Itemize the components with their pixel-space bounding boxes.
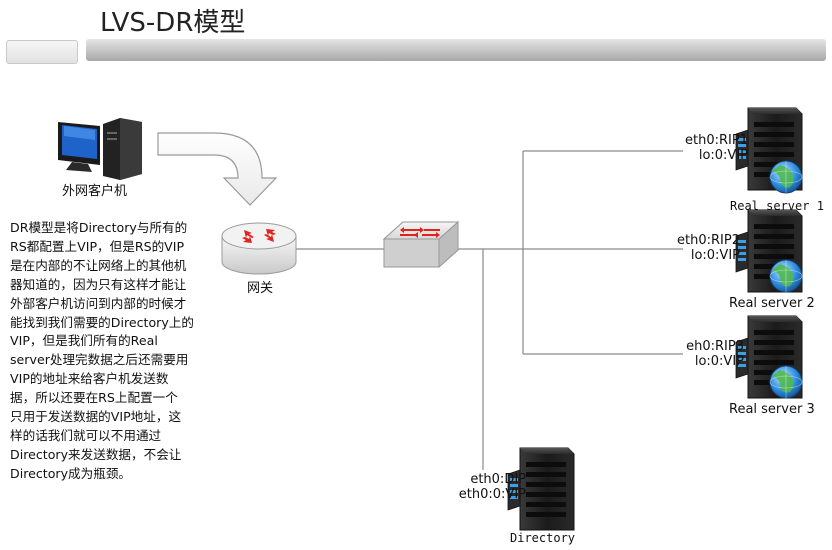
server3-ip: eh0:RIP3 lo:0:VIP [686, 339, 744, 369]
directory-label: Directory [510, 531, 576, 545]
desktop-computer-icon [58, 118, 142, 180]
server1-label: Real server 1 [730, 199, 824, 213]
server1-ip: eth0:RIP1 lo:0:VIP [685, 133, 748, 163]
router-icon [221, 222, 297, 275]
globe-icon [769, 365, 803, 399]
client-label: 外网客户机 [62, 184, 128, 199]
server3-label: Real server 3 [729, 402, 815, 417]
gateway-label: 网关 [247, 281, 274, 296]
curved-arrow-icon [157, 132, 278, 206]
server2-label: Real server 2 [729, 296, 815, 311]
page-title: LVS-DR模型 [100, 8, 246, 38]
header-bar-small [6, 40, 78, 64]
globe-icon [769, 259, 803, 293]
directory-ip: eth0:DIP eth0:0:VIP [458, 472, 526, 502]
connection-lines [296, 150, 683, 470]
header-bar-large [86, 39, 826, 61]
switch-icon [382, 220, 460, 269]
description-text: DR模型是将Directory与所有的 RS都配置上VIP，但是RS的VIP 是… [10, 220, 194, 481]
globe-icon [769, 160, 803, 194]
server2-ip: eth0:RIP2 lo:0:VIP [677, 233, 740, 263]
